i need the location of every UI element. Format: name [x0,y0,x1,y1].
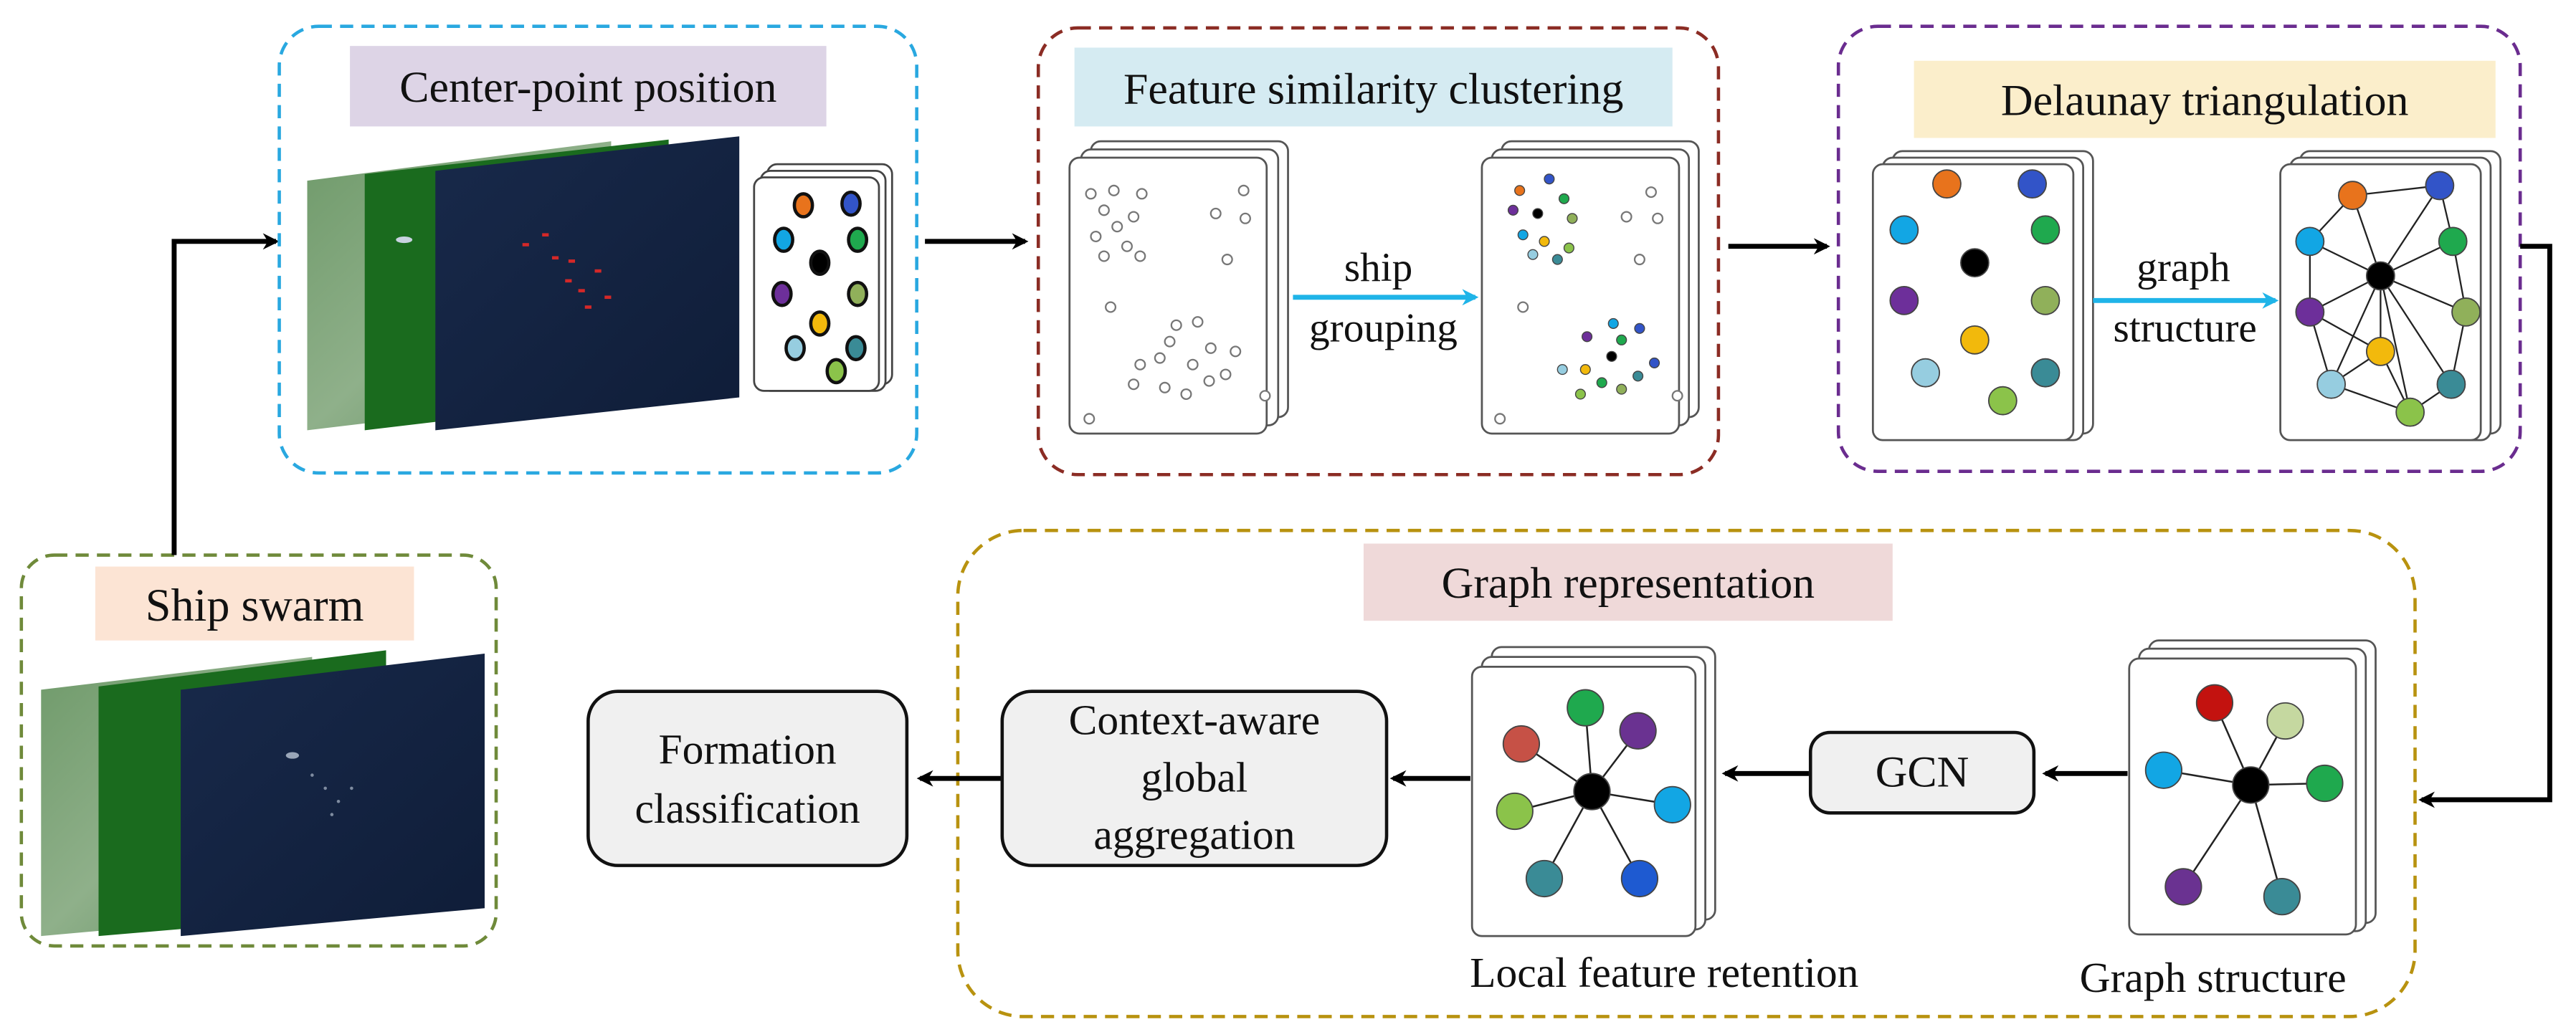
gcn-label: GCN [1876,748,1969,797]
ship-swarm-title-bg [95,566,414,641]
center-point-image-stack [307,136,740,431]
graph-structure-label-1: graph [2137,245,2230,290]
formation-classification-line-1: Formation [659,726,837,773]
formation-classification-box [586,689,909,867]
ship-swarm-panel: Ship swarm [19,553,498,948]
gcn-box [1808,730,2036,815]
center-point-card-stack [753,163,893,392]
graph-structure-label-2: structure [2114,306,2257,351]
formation-classification-line-2: classification [635,785,860,832]
feature-clustering-title-bg [1074,47,1673,127]
graph-representation-title-bg [1363,543,1893,621]
context-aware-line-1: Context-aware [1069,696,1321,743]
graph-representation-title: Graph representation [1442,559,1815,608]
local-feature-card-stack [1470,646,1716,937]
center-point-panel: Center-point position [277,24,918,475]
ship-swarm-image-stack [41,650,485,937]
delaunay-title: Delaunay triangulation [2001,76,2409,125]
graph-structure-caption: Graph structure [2080,954,2347,1001]
ship-swarm-title: Ship swarm [146,580,364,631]
center-point-title-bg [350,46,827,127]
context-aware-line-2: global [1141,754,1247,801]
graph-structure-card-stack [2128,639,2377,936]
ship-grouping-label-1: ship [1344,245,1412,290]
context-aware-line-3: aggregation [1093,811,1295,859]
delaunay-nodes-card-stack [1871,150,2094,441]
grouped-card-stack [1481,140,1700,435]
feature-clustering-title: Feature similarity clustering [1123,64,1623,113]
delaunay-graph-card-stack [2279,150,2502,441]
delaunay-panel: Delaunay triangulation graph structure [1836,24,2522,473]
local-feature-caption: Local feature retention [1470,949,1858,996]
arrow-swarm-to-center [171,233,280,555]
context-aware-box [1000,689,1389,867]
arrow-delaunay-to-graph-representation [2418,244,2552,808]
center-point-title: Center-point position [399,63,776,112]
ungrouped-card-stack [1068,140,1289,435]
feature-clustering-panel: Feature similarity clustering ship group… [1036,26,1721,477]
delaunay-title-bg [1914,60,2496,138]
ship-grouping-label-2: grouping [1309,306,1458,351]
graph-representation-panel: Graph representation Graph structure GCN [956,528,2417,1018]
